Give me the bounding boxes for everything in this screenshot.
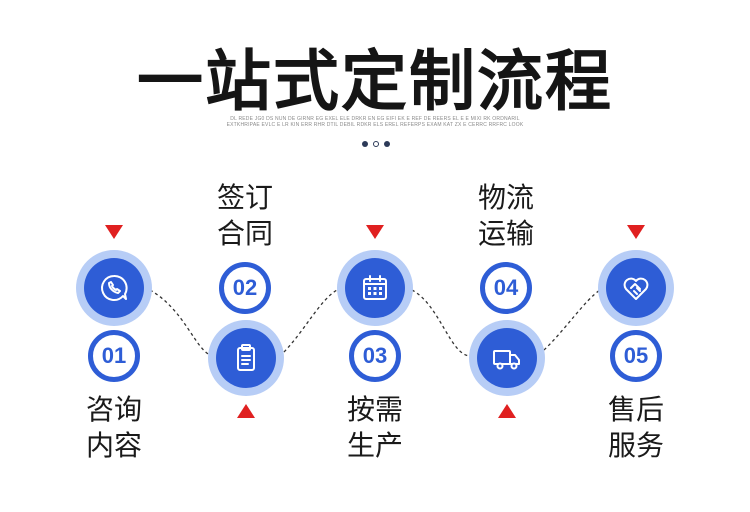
step-5-label: 售后 服务 [591,392,681,464]
step-4-label: 物流 运输 [461,180,551,252]
step-4-icon-circle [469,320,545,396]
marker-up-2 [237,404,255,418]
step-4-number: 04 [480,262,532,314]
step-2-label: 签订 合同 [200,180,290,252]
step-5-label-line1: 售后 [607,393,664,426]
clipboard-icon [237,344,255,371]
step-1-label: 咨询 内容 [69,392,159,464]
step-3-number: 03 [349,330,401,382]
step-3-icon-circle [337,250,413,326]
step-2-number: 02 [219,262,271,314]
marker-down-3 [366,225,384,239]
truck-icon [493,350,520,370]
step-3-label-line1: 按需 [346,393,403,426]
step-4-label-line1: 物流 [477,181,534,214]
step-3-label: 按需 生产 [330,392,420,464]
marker-down-5 [627,225,645,239]
step-1-number: 01 [88,330,140,382]
dot-1 [362,141,368,147]
dot-3 [384,141,390,147]
step-5-number: 05 [610,330,662,382]
step-2-icon-circle [208,320,284,396]
step-5-icon-circle [598,250,674,326]
marker-up-4 [498,404,516,418]
handshake-heart-icon [623,277,649,300]
step-5-label-line2: 服务 [607,429,664,462]
pagination-dots [362,140,392,148]
step-1-icon-circle [76,250,152,326]
page-title: 一站式定制流程 [137,43,613,120]
step-1-label-line2: 内容 [85,429,142,462]
step-1-label-line1: 咨询 [85,393,142,426]
step-2-label-line1: 签订 [216,181,273,214]
step-2-label-line2: 合同 [216,217,273,250]
calendar-icon [363,275,387,300]
marker-down-1 [105,225,123,239]
step-3-label-line2: 生产 [346,429,403,462]
phone-chat-icon [101,274,128,301]
page-subtitle: DL REDE JG0 DS NUN DE GIRNR EG EXEL ELE … [226,116,524,128]
step-4-label-line2: 运输 [477,217,534,250]
dot-2 [373,141,379,147]
